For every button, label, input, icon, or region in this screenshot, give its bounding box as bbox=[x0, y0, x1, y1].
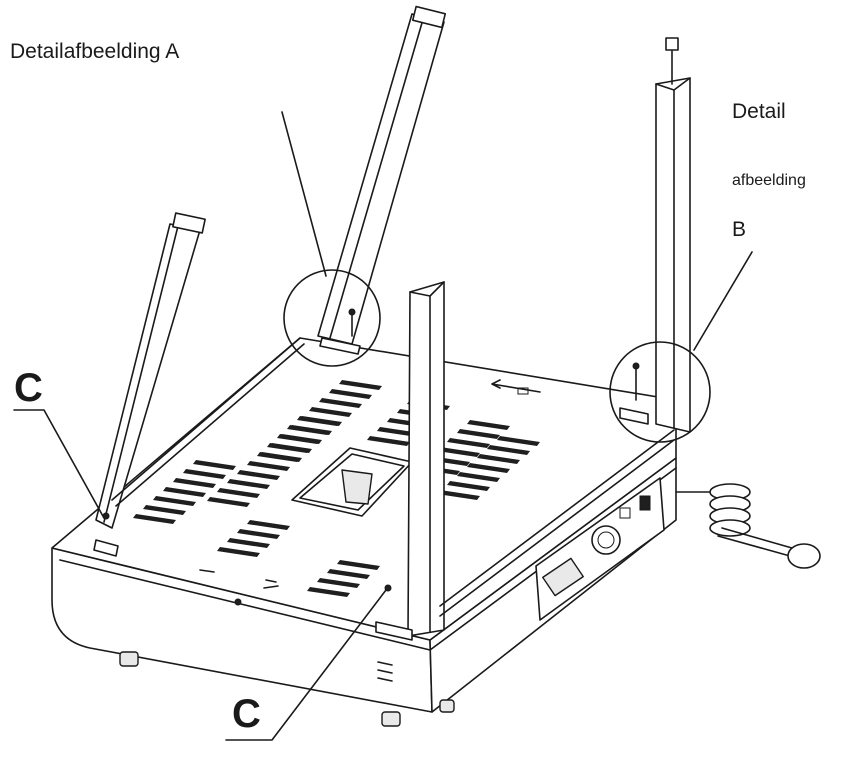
vent-slot bbox=[287, 425, 330, 435]
leader-a bbox=[281, 111, 327, 277]
vent-slot bbox=[277, 434, 320, 444]
leader-b bbox=[693, 251, 753, 351]
label-detail-b-line2: afbeelding bbox=[732, 172, 806, 189]
vent-slot bbox=[467, 420, 510, 430]
vent-slot bbox=[227, 538, 270, 548]
vent-slot bbox=[237, 470, 280, 480]
vent-slot bbox=[267, 443, 310, 453]
vent-slot bbox=[447, 481, 490, 491]
leg-right bbox=[619, 37, 691, 433]
side-rail bbox=[439, 429, 675, 617]
vent-slot bbox=[247, 461, 290, 471]
vent-slot bbox=[337, 560, 380, 570]
vent-slot bbox=[143, 505, 186, 515]
vent-slot bbox=[193, 460, 236, 470]
vent-slot bbox=[447, 438, 490, 448]
detail-circle-a bbox=[283, 269, 381, 367]
water-hose-coil bbox=[675, 483, 821, 569]
label-detail-b-line1: Detail bbox=[732, 100, 786, 123]
vent-slot bbox=[207, 497, 250, 507]
vent-slot bbox=[487, 445, 530, 455]
vent-slot bbox=[297, 416, 340, 426]
label-c-bottom: C bbox=[232, 692, 261, 736]
label-detail-a: Detailafbeelding A bbox=[10, 40, 180, 63]
leg-back bbox=[317, 5, 447, 355]
vent-slot bbox=[497, 436, 540, 446]
label-detail-b-line3: B bbox=[732, 218, 747, 241]
leg-left bbox=[93, 212, 206, 557]
leader-c-left bbox=[13, 409, 105, 519]
vent-slot bbox=[217, 547, 260, 557]
vent-slot bbox=[133, 514, 176, 524]
vent-slot bbox=[257, 452, 300, 462]
vent-slot bbox=[317, 578, 360, 588]
vent-slot bbox=[437, 447, 480, 457]
vent-slot bbox=[457, 429, 500, 439]
vent-slot bbox=[173, 478, 216, 488]
vent-slots bbox=[133, 380, 540, 597]
vent-slot bbox=[309, 407, 352, 417]
screws bbox=[102, 308, 640, 592]
left-rail bbox=[111, 337, 305, 507]
vent-slot bbox=[367, 436, 410, 446]
leg-front bbox=[375, 281, 445, 641]
vent-slot bbox=[457, 472, 500, 482]
label-c-left: C bbox=[14, 366, 43, 410]
control-panel bbox=[535, 477, 665, 621]
vent-slot bbox=[163, 487, 206, 497]
vent-slot bbox=[307, 587, 350, 597]
leader-c-bottom bbox=[225, 589, 387, 741]
vent-slot bbox=[339, 380, 382, 390]
vent-slot bbox=[327, 569, 370, 579]
vent-slot bbox=[183, 469, 226, 479]
vent-slot bbox=[227, 479, 270, 489]
vent-slot bbox=[237, 529, 280, 539]
vent-slot bbox=[319, 398, 362, 408]
vent-slot bbox=[477, 454, 520, 464]
detail-circle-b bbox=[609, 341, 711, 443]
vent-slot bbox=[217, 488, 260, 498]
vent-slot bbox=[437, 490, 480, 500]
vent-slot bbox=[247, 520, 290, 530]
vent-slot bbox=[329, 389, 372, 399]
vent-slot bbox=[467, 463, 510, 473]
vent-slot bbox=[153, 496, 196, 506]
surface-markings bbox=[199, 379, 541, 589]
